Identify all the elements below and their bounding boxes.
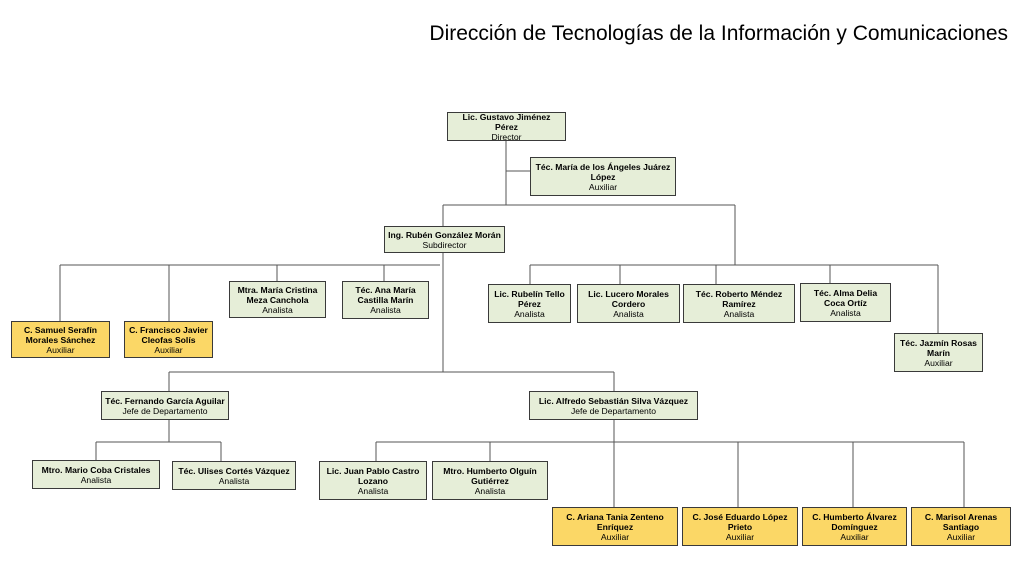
ulises-name: Téc. Ulises Cortés Vázquez xyxy=(178,465,290,476)
roberto-role: Analista xyxy=(723,308,755,319)
ariana-name: C. Ariana Tania Zenteno Enríquez xyxy=(566,511,664,532)
box-alma-coca: Téc. Alma Delia Coca Ortíz Analista xyxy=(800,283,891,322)
cristina-name: Mtra. María Cristina Meza Canchola xyxy=(237,284,318,305)
rubelin-role: Analista xyxy=(514,308,545,319)
box-fernando-garcia: Téc. Fernando García Aguilar Jefe de Dep… xyxy=(101,391,229,420)
fernando-role: Jefe de Departamento xyxy=(122,405,208,416)
ariana-role: Auxiliar xyxy=(600,531,630,542)
anamaria-name: Téc. Ana María Castilla Marín xyxy=(355,285,416,305)
page-title: Dirección de Tecnologías de la Informaci… xyxy=(429,22,1008,45)
box-humberto-alvarez: C. Humberto Álvarez Domínguez Auxiliar xyxy=(802,507,907,546)
juanpablo-name: Lic. Juan Pablo Castro Lozano xyxy=(326,465,420,486)
lucero-role: Analista xyxy=(613,308,644,319)
lucero-name: Lic. Lucero Morales Cordero xyxy=(588,288,669,309)
roberto-name: Téc. Roberto Méndez Ramírez xyxy=(695,288,783,309)
director-aux-name: Téc. María de los Ángeles Juárez López xyxy=(535,161,671,182)
humberto-o-role: Analista xyxy=(474,485,506,496)
alfredo-name: Lic. Alfredo Sebastián Silva Vázquez xyxy=(538,395,689,406)
box-ana-maria-castilla: Téc. Ana María Castilla Marín Analista xyxy=(342,281,429,319)
box-juan-pablo-castro: Lic. Juan Pablo Castro Lozano Analista xyxy=(319,461,427,500)
box-ulises-cortes: Téc. Ulises Cortés Vázquez Analista xyxy=(172,461,296,490)
director-name: Lic. Gustavo Jiménez Pérez xyxy=(462,111,551,132)
marisol-name: C. Marisol Arenas Santiago xyxy=(924,511,998,532)
juanpablo-role: Analista xyxy=(357,485,389,496)
alma-name: Téc. Alma Delia Coca Ortíz xyxy=(813,287,878,308)
subdirector-role: Subdirector xyxy=(422,239,467,250)
marisol-role: Auxiliar xyxy=(946,531,976,542)
joseeduardo-role: Auxiliar xyxy=(725,531,755,542)
rubelin-name: Lic. Rubelín Tello Pérez xyxy=(494,288,565,309)
subdirector-name: Ing. Rubén González Morán xyxy=(388,229,501,240)
box-humberto-olguin: Mtro. Humberto Olguín Gutiérrez Analista xyxy=(432,461,548,500)
mario-name: Mtro. Mario Coba Cristales xyxy=(41,464,151,475)
humberto-a-role: Auxiliar xyxy=(840,531,869,542)
anamaria-role: Analista xyxy=(370,305,401,315)
mario-role: Analista xyxy=(80,474,112,485)
box-jazmin-rosas: Téc. Jazmín Rosas Marín Auxiliar xyxy=(894,333,983,372)
box-francisco-cleofas: C. Francisco Javier Cleofas Solís Auxili… xyxy=(124,321,213,358)
box-mario-coba: Mtro. Mario Coba Cristales Analista xyxy=(32,460,160,489)
jazmin-role: Auxiliar xyxy=(924,357,953,368)
box-director-auxiliar: Téc. María de los Ángeles Juárez López A… xyxy=(530,157,676,196)
box-marisol-arenas: C. Marisol Arenas Santiago Auxiliar xyxy=(911,507,1011,546)
box-lucero-morales: Lic. Lucero Morales Cordero Analista xyxy=(577,284,680,323)
box-jose-eduardo-lopez: C. José Eduardo López Prieto Auxiliar xyxy=(682,507,798,546)
director-role: Director xyxy=(491,131,522,142)
alfredo-role: Jefe de Departamento xyxy=(570,405,657,416)
samuel-name: C. Samuel Serafín Morales Sánchez xyxy=(23,324,98,345)
cristina-role: Analista xyxy=(262,304,293,315)
humberto-a-name: C. Humberto Álvarez Domínguez xyxy=(812,511,897,532)
fernando-name: Téc. Fernando García Aguilar xyxy=(105,395,225,406)
francisco-role: Auxiliar xyxy=(154,344,183,355)
ulises-role: Analista xyxy=(218,475,250,486)
humberto-o-name: Mtro. Humberto Olguín Gutiérrez xyxy=(443,465,537,486)
samuel-role: Auxiliar xyxy=(46,344,75,355)
box-samuel-morales: C. Samuel Serafín Morales Sánchez Auxili… xyxy=(11,321,110,358)
box-subdirector: Ing. Rubén González Morán Subdirector xyxy=(384,226,505,253)
box-alfredo-silva: Lic. Alfredo Sebastián Silva Vázquez Jef… xyxy=(529,391,698,420)
box-ariana-zenteno: C. Ariana Tania Zenteno Enríquez Auxilia… xyxy=(552,507,678,546)
joseeduardo-name: C. José Eduardo López Prieto xyxy=(692,511,788,532)
box-cristina-meza: Mtra. María Cristina Meza Canchola Anali… xyxy=(229,281,326,318)
jazmin-name: Téc. Jazmín Rosas Marín xyxy=(900,337,977,358)
director-aux-role: Auxiliar xyxy=(588,181,618,192)
box-director: Lic. Gustavo Jiménez Pérez Director xyxy=(447,111,566,142)
francisco-name: C. Francisco Javier Cleofas Solís xyxy=(129,324,208,345)
alma-role: Analista xyxy=(830,307,861,318)
box-roberto-mendez: Téc. Roberto Méndez Ramírez Analista xyxy=(683,284,795,323)
box-rubelin-tello: Lic. Rubelín Tello Pérez Analista xyxy=(488,284,571,323)
